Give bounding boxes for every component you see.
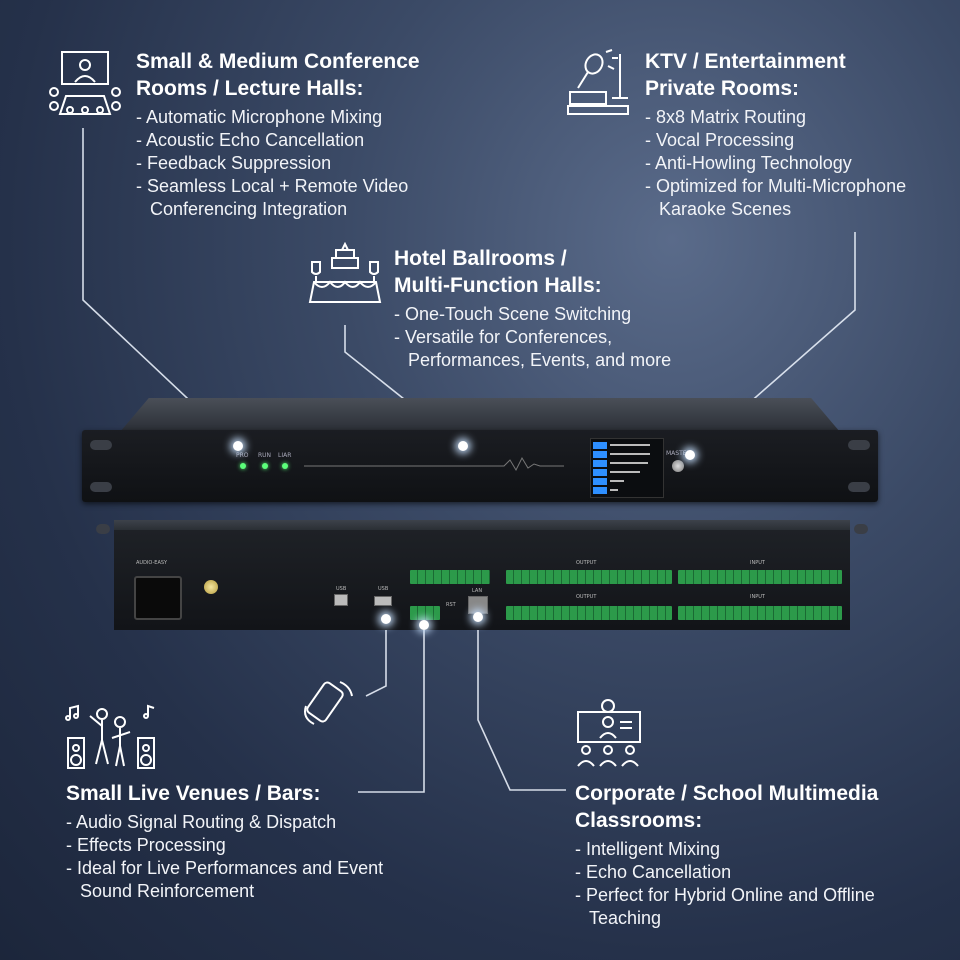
list-item: Audio Signal Routing & Dispatch bbox=[66, 811, 386, 834]
output-terminal[interactable] bbox=[506, 570, 672, 584]
callout-dot bbox=[458, 441, 468, 451]
list-item: Effects Processing bbox=[66, 834, 386, 857]
callout-dot bbox=[381, 614, 391, 624]
list-item: Anti-Howling Technology bbox=[645, 152, 945, 175]
list-item: Optimized for Multi-Microphone Karaoke S… bbox=[645, 175, 945, 221]
power-socket[interactable] bbox=[134, 576, 182, 620]
list-item: Intelligent Mixing bbox=[575, 838, 935, 861]
classroom-section: Corporate / School Multimedia Classrooms… bbox=[575, 780, 935, 930]
rear-panel-device: AUDIO-EASY USB USB RST LAN OUTPUT OUTPUT… bbox=[96, 520, 868, 632]
banquet-table-icon bbox=[306, 242, 384, 308]
input-terminal[interactable] bbox=[678, 606, 842, 620]
live-band-icon bbox=[64, 704, 160, 772]
waveform-icon bbox=[304, 456, 564, 472]
callout-dot bbox=[233, 441, 243, 451]
usb-a-port[interactable] bbox=[374, 596, 392, 606]
list-item: Versatile for Conferences, Performances,… bbox=[394, 326, 714, 372]
hotel-section: Hotel Ballrooms / Multi-Function Halls: … bbox=[394, 245, 714, 372]
list-item: Acoustic Echo Cancellation bbox=[136, 129, 456, 152]
callout-dot bbox=[419, 620, 429, 630]
terminal-block[interactable] bbox=[410, 570, 490, 584]
list-item: Ideal for Live Performances and Event So… bbox=[66, 857, 386, 903]
conference-room-icon bbox=[44, 48, 126, 120]
lcd-display bbox=[590, 438, 664, 498]
status-led bbox=[240, 463, 246, 469]
status-led bbox=[282, 463, 288, 469]
conference-section: Small & Medium Conference Rooms / Lectur… bbox=[136, 48, 456, 221]
live-title: Small Live Venues / Bars: bbox=[66, 782, 321, 805]
led-label: RUN bbox=[258, 452, 272, 459]
microphone-stage-icon bbox=[566, 48, 632, 118]
live-features: Audio Signal Routing & Dispatch Effects … bbox=[66, 811, 386, 903]
knob-label: MASTER bbox=[666, 450, 691, 457]
ktv-title: KTV / Entertainment Private Rooms: bbox=[645, 50, 846, 100]
list-item: Perfect for Hybrid Online and Offline Te… bbox=[575, 884, 935, 930]
front-panel-device: PRO RUN LIAR MASTER bbox=[82, 398, 878, 508]
conference-features: Automatic Microphone Mixing Acoustic Ech… bbox=[136, 106, 456, 221]
usb-dongle-icon bbox=[300, 676, 356, 728]
master-knob[interactable] bbox=[672, 460, 684, 472]
led-label: LIAR bbox=[278, 452, 292, 459]
led-label: PRO bbox=[236, 452, 249, 459]
usb-b-port[interactable] bbox=[334, 594, 348, 606]
list-item: Feedback Suppression bbox=[136, 152, 456, 175]
hotel-title: Hotel Ballrooms / Multi-Function Halls: bbox=[394, 247, 602, 297]
list-item: One-Touch Scene Switching bbox=[394, 303, 714, 326]
ktv-features: 8x8 Matrix Routing Vocal Processing Anti… bbox=[645, 106, 945, 221]
live-section: Small Live Venues / Bars: Audio Signal R… bbox=[66, 780, 386, 903]
terminal-block[interactable] bbox=[410, 606, 440, 620]
list-item: 8x8 Matrix Routing bbox=[645, 106, 945, 129]
output-terminal[interactable] bbox=[506, 606, 672, 620]
callout-dot bbox=[473, 612, 483, 622]
list-item: Automatic Microphone Mixing bbox=[136, 106, 456, 129]
list-item: Vocal Processing bbox=[645, 129, 945, 152]
classroom-features: Intelligent Mixing Echo Cancellation Per… bbox=[575, 838, 935, 930]
hotel-features: One-Touch Scene Switching Versatile for … bbox=[394, 303, 714, 372]
conference-title: Small & Medium Conference Rooms / Lectur… bbox=[136, 50, 420, 100]
input-terminal[interactable] bbox=[678, 570, 842, 584]
status-led bbox=[262, 463, 268, 469]
ktv-section: KTV / Entertainment Private Rooms: 8x8 M… bbox=[645, 48, 945, 221]
callout-dot bbox=[685, 450, 695, 460]
classroom-title: Corporate / School Multimedia Classrooms… bbox=[575, 782, 879, 832]
list-item: Echo Cancellation bbox=[575, 861, 935, 884]
classroom-icon bbox=[574, 698, 644, 770]
list-item: Seamless Local + Remote Video Conferenci… bbox=[136, 175, 456, 221]
ground-screw-icon bbox=[204, 580, 218, 594]
